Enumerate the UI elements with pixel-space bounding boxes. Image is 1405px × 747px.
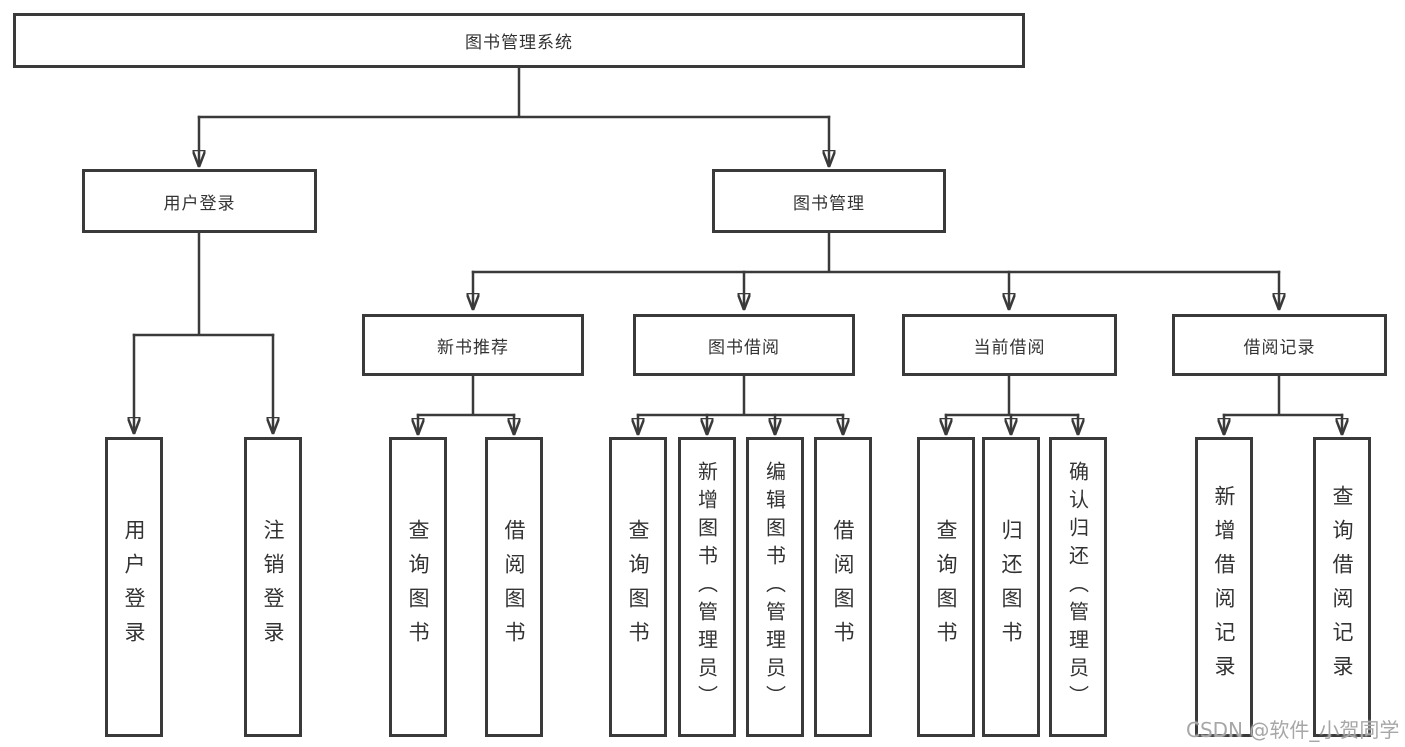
leaf-bb-query-books: 查询图书 bbox=[609, 437, 667, 737]
csdn-watermark: CSDN @软件_小贺同学 bbox=[1186, 718, 1400, 742]
leaf-rec-borrow-books-label: 借阅图书 bbox=[502, 519, 526, 655]
leaf-bb-add-books-label: 新增图书（管理员） bbox=[694, 461, 719, 713]
leaf-cb-query-books: 查询图书 bbox=[917, 437, 975, 737]
leaf-br-query-record: 查询借阅记录 bbox=[1313, 437, 1371, 737]
leaf-bb-query-books-label: 查询图书 bbox=[626, 519, 650, 655]
connector-book-mgmt bbox=[471, 231, 1281, 274]
leaf-user-login: 用户登录 bbox=[105, 437, 163, 737]
leaf-rec-query-books-label: 查询图书 bbox=[406, 519, 430, 655]
node-user-login-label: 用户登录 bbox=[163, 193, 236, 214]
connector-book-borrow bbox=[636, 374, 845, 417]
node-borrow-records-label: 借阅记录 bbox=[1243, 337, 1316, 358]
leaf-rec-query-books: 查询图书 bbox=[389, 437, 447, 737]
node-user-login: 用户登录 bbox=[82, 169, 317, 233]
connector-user-login bbox=[132, 231, 275, 337]
node-new-book-rec-label: 新书推荐 bbox=[437, 337, 509, 358]
node-book-borrow-label: 图书借阅 bbox=[708, 337, 780, 358]
node-current-borrow: 当前借阅 bbox=[902, 314, 1117, 376]
node-root-label: 图书管理系统 bbox=[465, 33, 573, 53]
connector-current-borrow bbox=[944, 374, 1080, 417]
leaf-bb-edit-books-label: 编辑图书（管理员） bbox=[762, 461, 787, 713]
leaf-cb-confirm-return: 确认归还（管理员） bbox=[1049, 437, 1107, 737]
leaf-cb-return-books-label: 归还图书 bbox=[999, 519, 1023, 655]
leaf-logout: 注销登录 bbox=[244, 437, 302, 737]
node-current-borrow-label: 当前借阅 bbox=[973, 337, 1046, 358]
leaf-br-add-record-label: 新增借阅记录 bbox=[1212, 485, 1236, 689]
leaf-bb-borrow-books: 借阅图书 bbox=[814, 437, 872, 737]
leaf-cb-return-books: 归还图书 bbox=[982, 437, 1040, 737]
node-new-book-rec: 新书推荐 bbox=[362, 314, 584, 376]
leaf-cb-confirm-return-label: 确认归还（管理员） bbox=[1065, 461, 1090, 713]
node-root: 图书管理系统 bbox=[13, 13, 1025, 68]
leaf-br-add-record: 新增借阅记录 bbox=[1195, 437, 1253, 737]
leaf-rec-borrow-books: 借阅图书 bbox=[485, 437, 543, 737]
leaf-bb-borrow-books-label: 借阅图书 bbox=[831, 519, 855, 655]
node-book-mgmt-label: 图书管理 bbox=[793, 193, 865, 214]
node-book-mgmt: 图书管理 bbox=[712, 169, 946, 233]
connector-new-book-rec bbox=[416, 374, 516, 417]
leaf-br-query-record-label: 查询借阅记录 bbox=[1330, 485, 1354, 689]
connector-borrow-records bbox=[1222, 374, 1344, 417]
leaf-user-login-label: 用户登录 bbox=[122, 519, 146, 655]
leaf-bb-add-books: 新增图书（管理员） bbox=[678, 437, 736, 737]
leaf-cb-query-books-label: 查询图书 bbox=[934, 519, 958, 655]
leaf-bb-edit-books: 编辑图书（管理员） bbox=[746, 437, 804, 737]
leaf-logout-label: 注销登录 bbox=[261, 519, 285, 655]
node-borrow-records: 借阅记录 bbox=[1172, 314, 1387, 376]
connector-root bbox=[197, 66, 831, 119]
node-book-borrow: 图书借阅 bbox=[633, 314, 855, 376]
